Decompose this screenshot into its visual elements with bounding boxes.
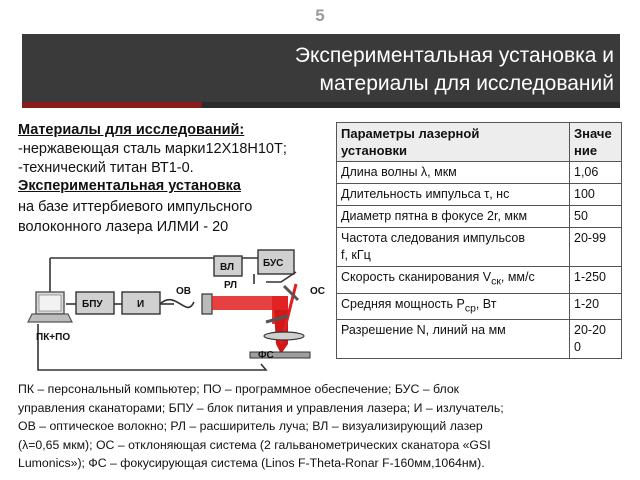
scanner-mirror — [282, 284, 300, 302]
param-subscript: ср — [464, 303, 476, 314]
table-cell-param: Скорость сканирования Vск, мм/с — [336, 266, 570, 294]
table-cell-value: 1-250 — [569, 266, 622, 294]
table-row: Скорость сканирования Vск, мм/с 1-250 — [336, 266, 622, 294]
setup-line-1: на базе иттербиевого импульсного — [18, 199, 253, 215]
legend-caption: ПК – персональный компьютер; ПО – програ… — [18, 380, 622, 473]
table-header-value-line-2: ние — [574, 143, 598, 158]
param-subscript: ск — [491, 276, 501, 288]
table-cell-value-line-1: 20-20 — [574, 323, 606, 337]
table-row: Частота следования импульсов f, кГц 20-9… — [336, 227, 622, 267]
label-rl: РЛ — [224, 280, 237, 291]
table-cell-param: Разрешение N, линий на мм — [336, 319, 570, 359]
table-cell-param-line-2: f, кГц — [341, 248, 371, 262]
table-cell-param: Средняя мощность Pср, Вт — [336, 292, 570, 320]
caption-line-3: ОВ – оптическое волокно; РЛ – расширител… — [18, 419, 483, 433]
param-text: Средняя мощность P — [341, 296, 465, 311]
emitter-box — [121, 291, 161, 315]
vl-box — [213, 255, 243, 277]
table-cell-value-line-2: 0 — [574, 340, 581, 354]
table-header-value: Значе ние — [569, 122, 622, 162]
table-cell-value: 20-20 0 — [569, 319, 622, 359]
table-header-value-line-1: Значе — [574, 126, 612, 141]
table-header-param: Параметры лазерной установки — [336, 122, 570, 162]
bus-box — [257, 249, 295, 275]
param-unit: , Вт — [475, 296, 497, 311]
setup-heading: Экспериментальная установка — [18, 178, 241, 194]
scanner-mirror — [265, 314, 289, 324]
caption-line-4: (λ=0,65 мкм); ОС – отклоняющая система (… — [18, 437, 491, 452]
materials-item-steel: -нержавеющая сталь марки12Х18Н10Т; — [18, 141, 287, 157]
param-text: Скорость сканирования V — [341, 270, 492, 284]
label-bus: БУС — [263, 258, 283, 269]
setup-line-2: волоконного лазера ИЛМИ - 20 — [18, 219, 229, 235]
label-emitter: И — [137, 299, 144, 310]
table-cell-param: Длина волны λ, мкм — [336, 161, 570, 184]
table-header-row: Параметры лазерной установки Значе ние — [336, 122, 622, 162]
caption-line-1: ПК – персональный компьютер; ПО – програ… — [18, 382, 460, 396]
focusing-lens — [263, 331, 305, 341]
table-cell-param: Диаметр пятна в фокусе 2r, мкм — [336, 205, 570, 228]
laser-beam — [212, 283, 298, 354]
label-vl: ВЛ — [220, 262, 234, 273]
caption-line-5: Lumonics»); ФС – фокусирующая система (L… — [18, 456, 485, 470]
optical-fiber — [159, 298, 195, 309]
slide-title-line-1: Экспериментальная установка и — [294, 44, 614, 67]
title-underline — [202, 102, 620, 108]
materials-item-titanium: -технический титан ВТ1-0. — [18, 160, 194, 176]
materials-heading: Материалы для исследований: — [18, 122, 245, 138]
title-bar — [22, 34, 620, 102]
laser-parameters-table: Параметры лазерной установки Значе ние Д… — [336, 122, 622, 359]
table-row: Средняя мощность Pср, Вт 1-20 — [336, 292, 622, 320]
table-cell-value: 1,06 — [569, 161, 622, 184]
pc-laptop-icon — [27, 291, 73, 323]
table-header-param-line-1: Параметры лазерной — [341, 126, 480, 141]
table-header-param-line-2: установки — [341, 143, 408, 158]
table-row: Длительность импульса τ, нс 100 — [336, 183, 622, 206]
table-row: Разрешение N, линий на мм 20-20 0 — [336, 319, 622, 359]
caption-line-2: управления сканаторами; БПУ – блок питан… — [18, 400, 504, 415]
label-bpu: БПУ — [82, 299, 103, 310]
bpu-box — [75, 291, 115, 315]
slide-title-line-2: материалы для исследований — [319, 72, 615, 95]
table-cell-value: 1-20 — [569, 292, 622, 320]
table-cell-value: 50 — [569, 205, 622, 228]
slide-number: 5 — [315, 6, 325, 25]
label-fs: ФС — [258, 350, 274, 361]
param-unit: , мм/с — [500, 270, 535, 284]
title-accent-bar — [22, 102, 202, 108]
beam-expander — [201, 293, 213, 315]
setup-schematic: БПУ И ПК+ПО ОВ РЛ ВЛ БУС ОС ФС — [27, 249, 325, 371]
label-ov: ОВ — [176, 286, 191, 297]
table-cell-value: 20-99 — [569, 227, 622, 267]
label-os: ОС — [310, 286, 325, 297]
table-row: Диаметр пятна в фокусе 2r, мкм 50 — [336, 205, 622, 228]
table-cell-value: 100 — [569, 183, 622, 206]
table-row: Длина волны λ, мкм 1,06 — [336, 161, 622, 184]
label-pc: ПК+ПО — [36, 332, 70, 343]
table-cell-param: Длительность импульса τ, нс — [336, 183, 570, 206]
work-table — [249, 351, 311, 359]
table-cell-param: Частота следования импульсов f, кГц — [336, 227, 570, 267]
table-cell-param-line-1: Частота следования импульсов — [341, 231, 525, 245]
